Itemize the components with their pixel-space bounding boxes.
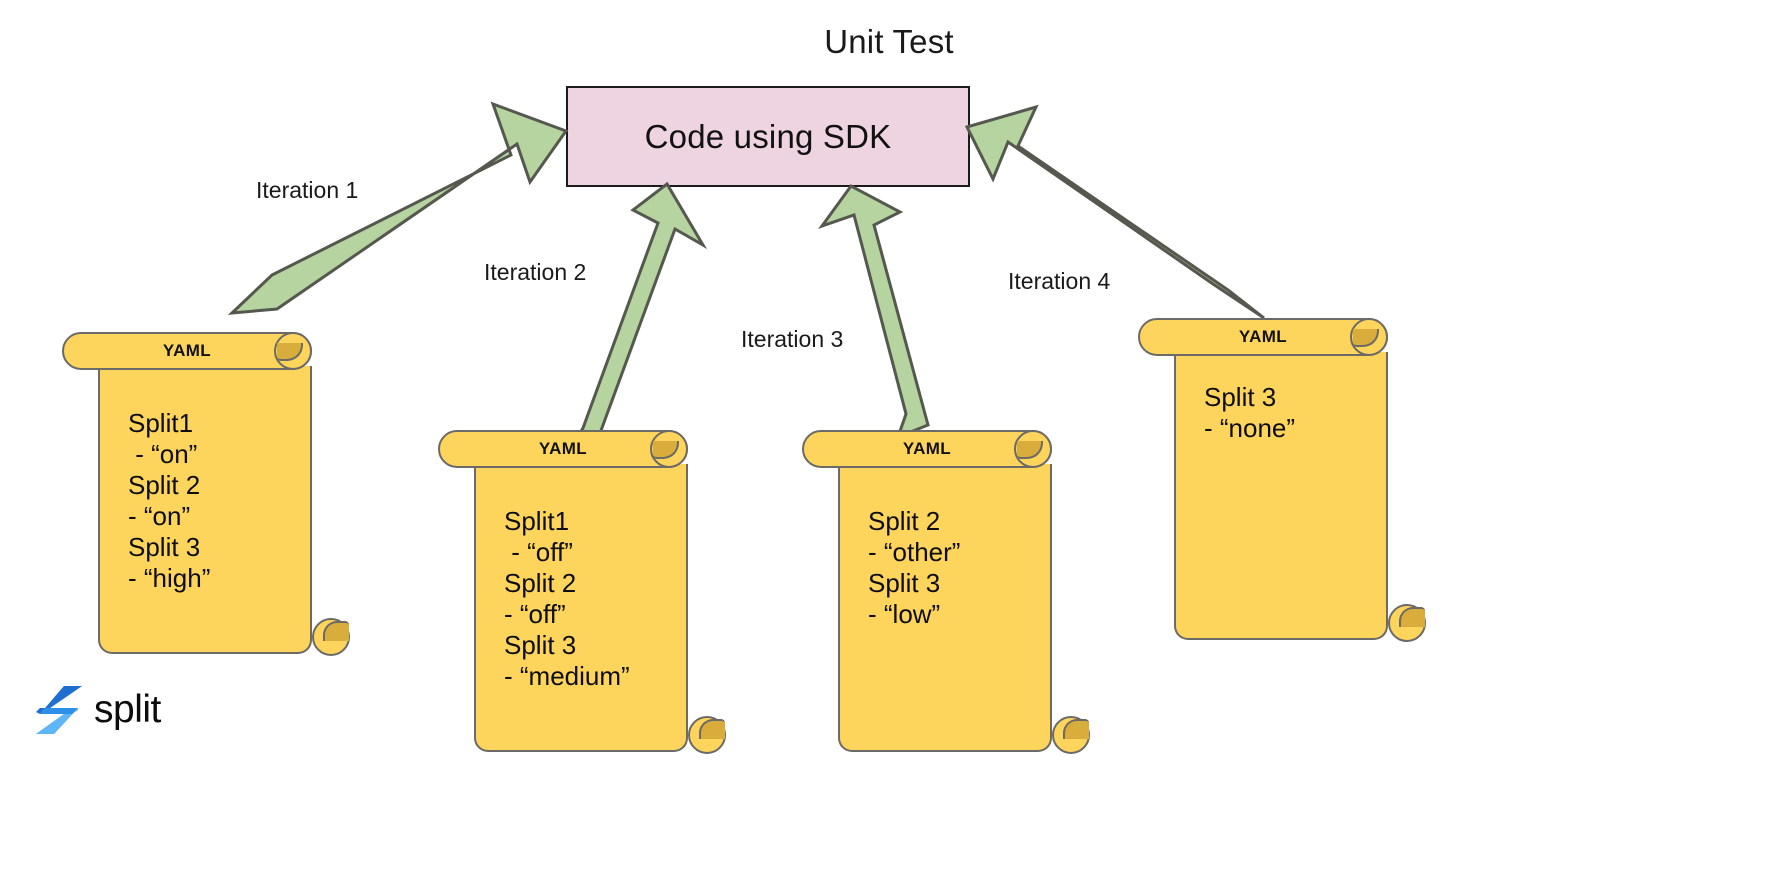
yaml-document-3: YAML Split 2 - “other” Split 3 - “low” <box>802 430 1092 760</box>
scroll-curl-bottom-right-icon <box>312 618 350 656</box>
yaml-label: YAML <box>538 439 588 458</box>
iteration-3-label: Iteration 3 <box>741 326 844 352</box>
arrow-iteration-2 <box>565 181 708 456</box>
yaml-document-4-body <box>1174 352 1388 640</box>
page-title: Unit Test <box>824 23 954 60</box>
iteration-1-label: Iteration 1 <box>256 177 359 203</box>
yaml-document-4: YAML Split 3 - “none” <box>1138 318 1428 648</box>
code-using-sdk-box: Code using SDK <box>566 86 970 187</box>
arrow-iteration-3 <box>818 184 930 440</box>
yaml-document-3-text: Split 2 - “other” Split 3 - “low” <box>868 506 961 629</box>
scroll-curl-top-right-icon <box>1350 318 1388 356</box>
scroll-curl-top-right-icon <box>274 332 312 370</box>
yaml-document-2: YAML Split1 - “off” Split 2 - “off” Spli… <box>438 430 728 760</box>
scroll-curl-top-right-icon <box>1014 430 1052 468</box>
yaml-label: YAML <box>902 439 952 458</box>
scroll-curl-top-right-icon <box>650 430 688 468</box>
scroll-curl-bottom-right-icon <box>1388 604 1426 642</box>
code-using-sdk-label: Code using SDK <box>644 117 892 155</box>
scroll-curl-bottom-right-icon <box>688 716 726 754</box>
split-logo-wordmark: split <box>94 688 161 731</box>
yaml-document-1-header: YAML <box>62 332 312 370</box>
yaml-document-4-text: Split 3 - “none” <box>1204 382 1296 443</box>
scroll-curl-bottom-right-icon <box>1052 716 1090 754</box>
iteration-2-label: Iteration 2 <box>484 259 587 285</box>
yaml-document-2-body <box>474 464 688 752</box>
yaml-document-1: YAML Split1 - “on” Split 2 - “on” Split … <box>62 332 352 662</box>
yaml-label: YAML <box>162 341 212 360</box>
split-mark-icon <box>36 686 82 734</box>
yaml-label: YAML <box>1238 327 1288 346</box>
iteration-4-label: Iteration 4 <box>1008 268 1111 294</box>
yaml-document-3-body <box>838 464 1052 752</box>
yaml-document-1-body <box>98 366 312 654</box>
yaml-document-2-text: Split1 - “off” Split 2 - “off” Split 3 -… <box>504 506 630 691</box>
split-logo: split <box>34 684 161 736</box>
yaml-document-1-text: Split1 - “on” Split 2 - “on” Split 3 - “… <box>128 408 211 593</box>
